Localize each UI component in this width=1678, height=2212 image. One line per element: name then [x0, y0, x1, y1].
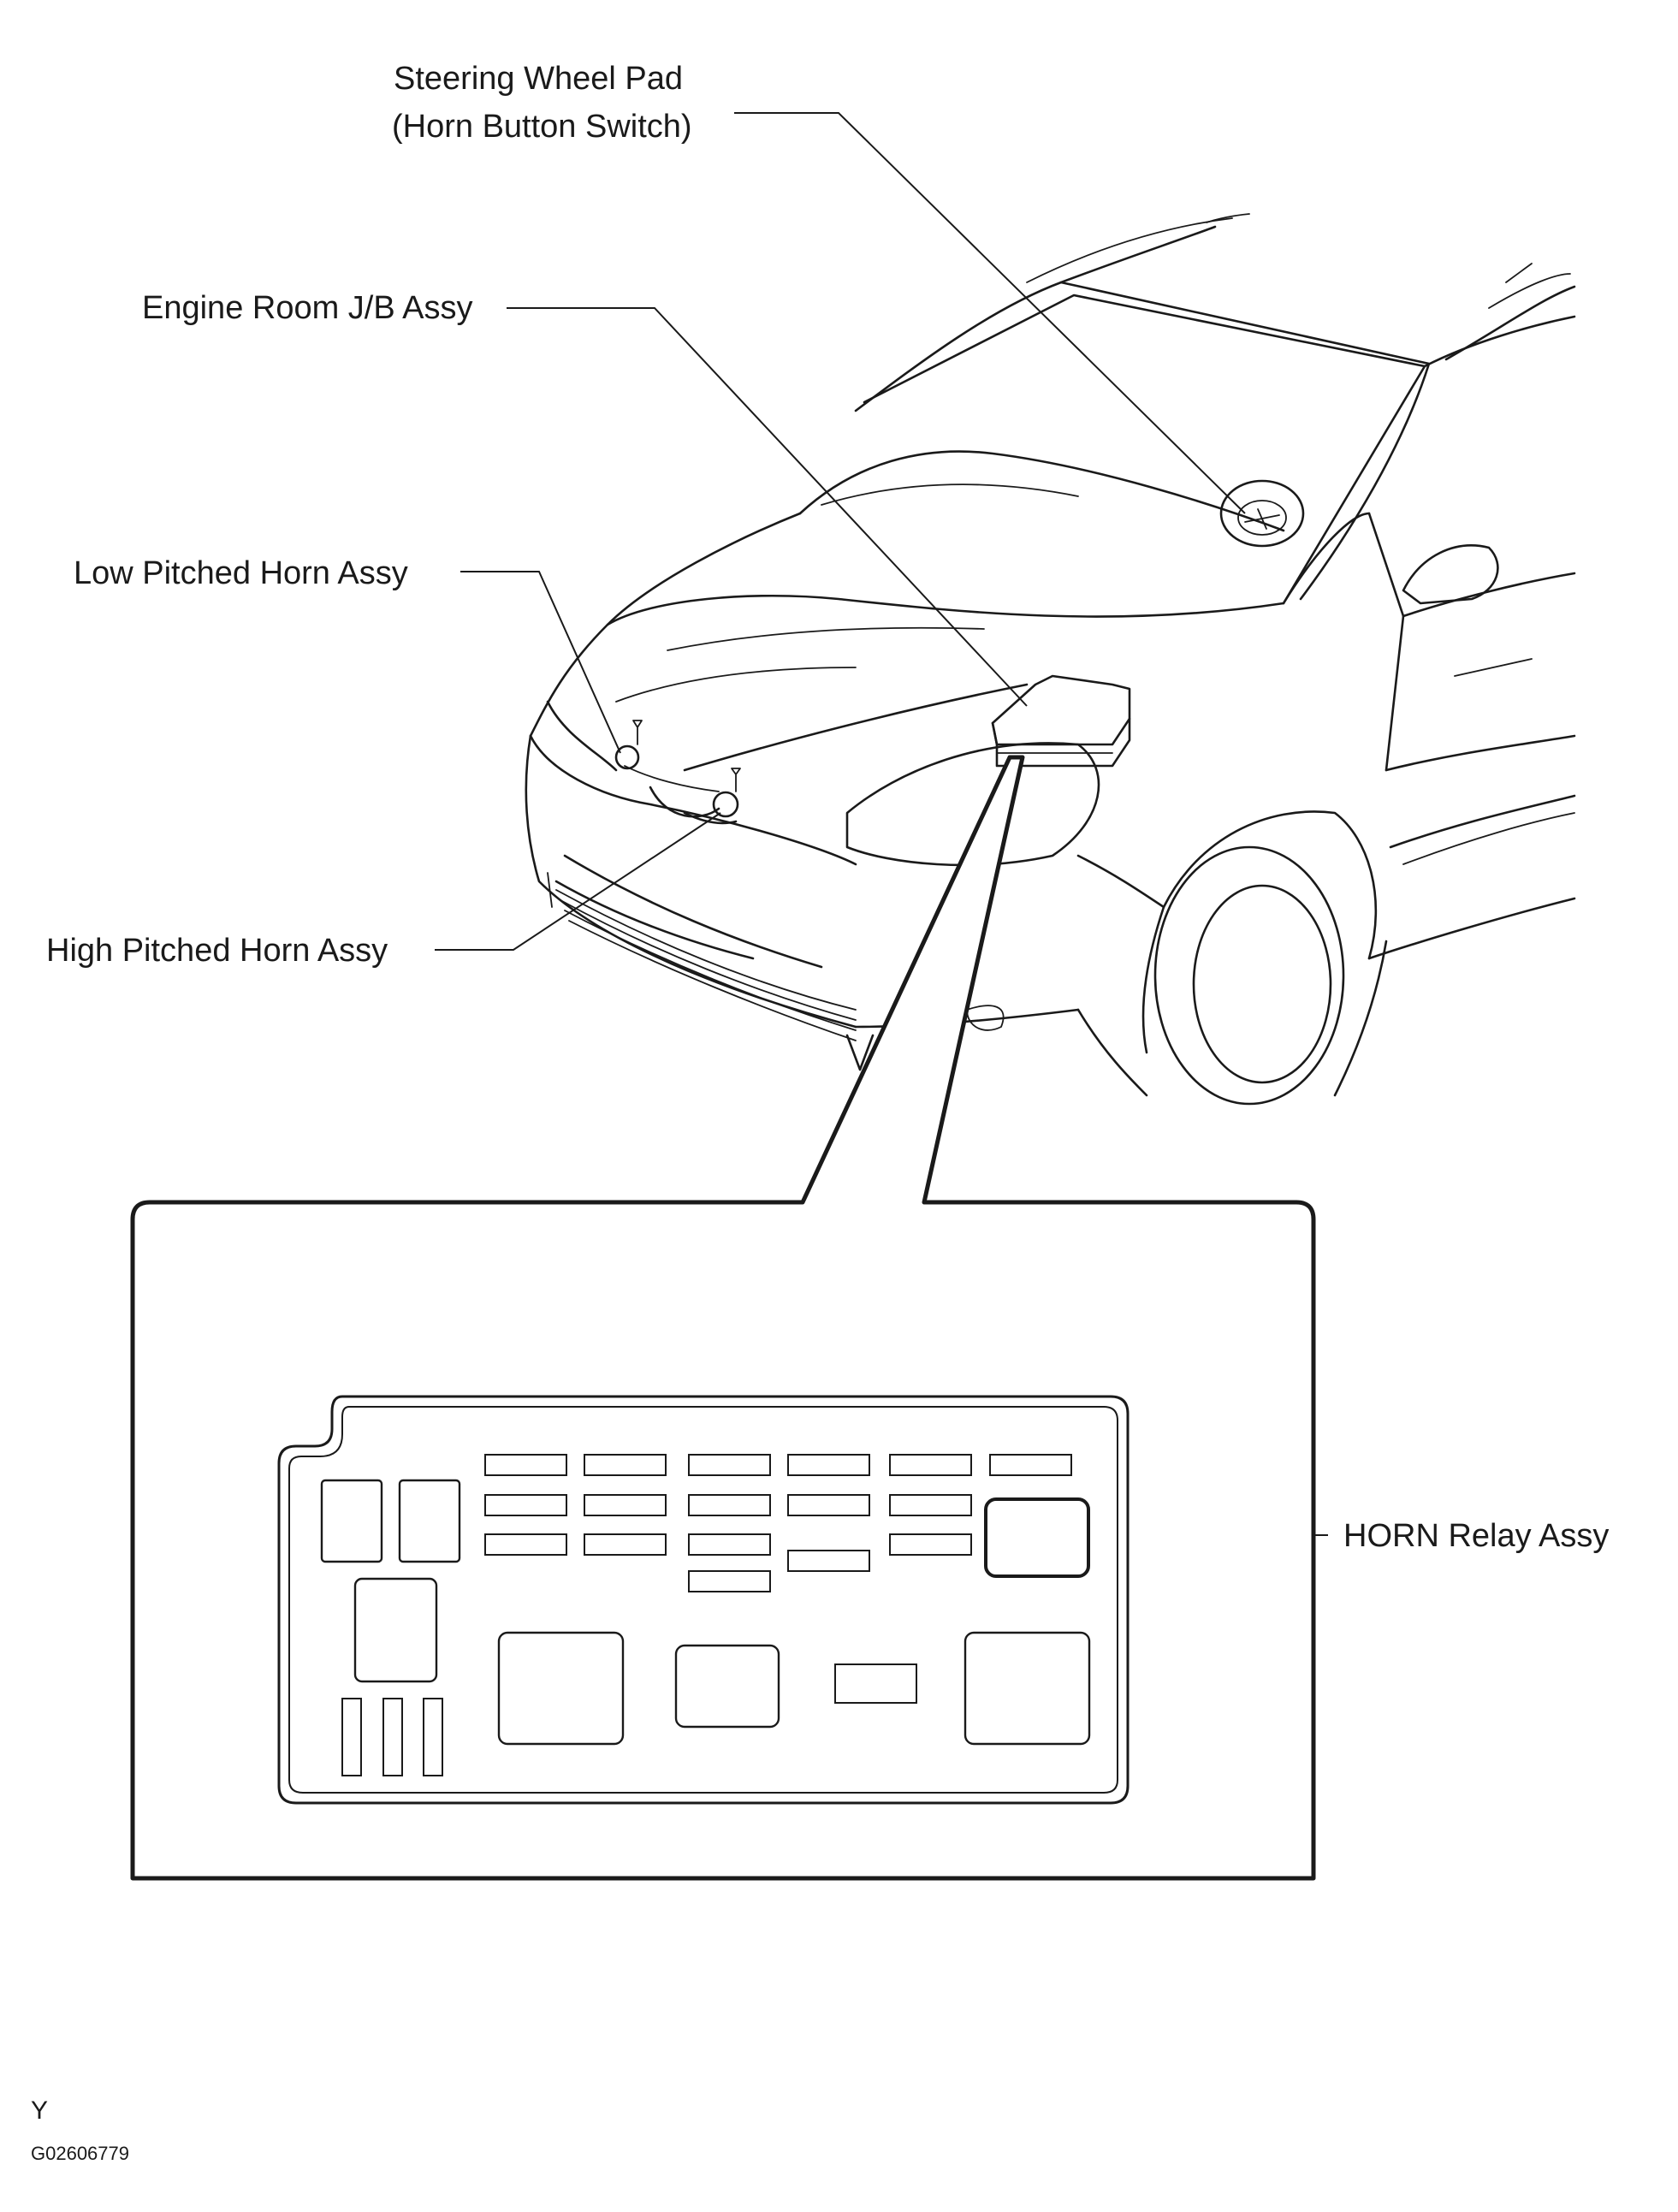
- leader-steering-wheel-pad: [734, 112, 1246, 514]
- fuse-box-outline: [277, 1395, 1130, 1805]
- leader-engine-room-jb: [507, 307, 1028, 707]
- labels: Steering Wheel Pad (Horn Button Switch) …: [46, 61, 1609, 1554]
- figure-footer: Y G02606779: [31, 2096, 129, 2164]
- label-horn-relay: HORN Relay Assy: [1343, 1518, 1609, 1554]
- leader-high-pitched-horn: [435, 812, 721, 951]
- leader-low-pitched-horn: [460, 571, 621, 754]
- horn-relay-marker: [984, 1497, 1090, 1578]
- fuse-box-callout: [130, 755, 1316, 1881]
- label-horn-button-switch: (Horn Button Switch): [392, 109, 692, 145]
- label-low-pitched-horn: Low Pitched Horn Assy: [74, 555, 408, 591]
- vehicle-illustration: [525, 213, 1576, 1106]
- figure-code: G02606779: [31, 2143, 129, 2164]
- label-engine-room-jb: Engine Room J/B Assy: [142, 290, 473, 326]
- label-steering-wheel-pad: Steering Wheel Pad: [394, 61, 683, 97]
- footer-letter: Y: [31, 2096, 48, 2125]
- label-high-pitched-horn: High Pitched Horn Assy: [46, 933, 388, 969]
